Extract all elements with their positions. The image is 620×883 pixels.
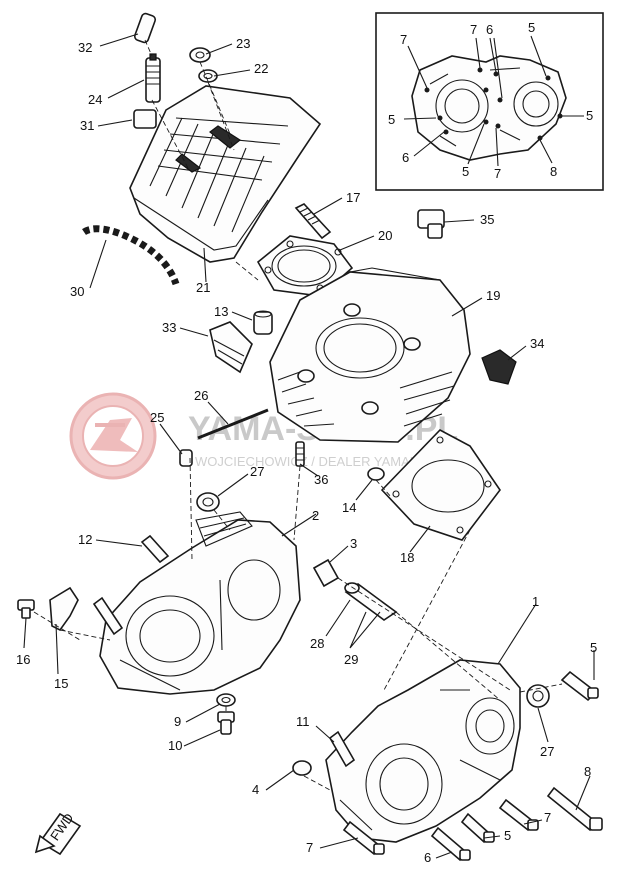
callout-6: 6 bbox=[424, 850, 431, 865]
callout-2: 2 bbox=[312, 508, 319, 523]
part-7-bolt-left bbox=[342, 820, 385, 856]
callout-30: 30 bbox=[70, 284, 84, 299]
part-24-spark-plug bbox=[145, 53, 161, 103]
part-4-bushing bbox=[292, 760, 312, 776]
part-28-29-shaft bbox=[344, 582, 398, 621]
inset-callout-7b: 7 bbox=[470, 22, 477, 37]
inset-callout-6a: 6 bbox=[486, 22, 493, 37]
part-12-stud bbox=[140, 534, 170, 564]
leader-lines bbox=[23, 33, 595, 859]
part-36-stud bbox=[295, 441, 305, 467]
callout-27-upper: 27 bbox=[250, 464, 264, 479]
part-20-head-gasket bbox=[256, 235, 354, 297]
cylinder-head bbox=[129, 85, 322, 263]
part-14-dowel bbox=[367, 467, 385, 481]
part-10-drain-plug bbox=[217, 711, 235, 735]
callout-4: 4 bbox=[252, 782, 259, 797]
callout-26: 26 bbox=[194, 388, 208, 403]
part-33-block bbox=[209, 321, 253, 374]
right-crankcase-half bbox=[325, 659, 521, 843]
inset-callout-6b: 6 bbox=[402, 150, 409, 165]
part-27-bushing-upper bbox=[196, 492, 220, 512]
part-32-pin bbox=[133, 12, 157, 44]
inset-callout-5c: 5 bbox=[586, 108, 593, 123]
part-18-base-gasket bbox=[380, 429, 501, 541]
callout-27-lower: 27 bbox=[540, 744, 554, 759]
callout-15: 15 bbox=[54, 676, 68, 691]
part-16-bolt bbox=[17, 599, 35, 619]
inset-callout-5b: 5 bbox=[388, 112, 395, 127]
part-26-rod bbox=[197, 408, 269, 440]
part-30-hose bbox=[82, 225, 180, 286]
watermark-sub-text: WOJCIECHOWICZ / DEALER YAMAHA bbox=[195, 454, 428, 469]
inset-callout-8: 8 bbox=[550, 164, 557, 179]
callout-35: 35 bbox=[480, 212, 494, 227]
callout-12: 12 bbox=[78, 532, 92, 547]
part-23-nut bbox=[189, 47, 211, 63]
callout-19: 19 bbox=[486, 288, 500, 303]
callout-32: 32 bbox=[78, 40, 92, 55]
callout-21: 21 bbox=[196, 280, 210, 295]
part-34-block bbox=[481, 349, 517, 385]
inset-callout-5d: 5 bbox=[462, 164, 469, 179]
part-13-plug bbox=[253, 310, 273, 335]
assembly-lines bbox=[33, 39, 563, 791]
part-27-bushing-lower bbox=[526, 684, 550, 708]
callout-5-upper: 5 bbox=[590, 640, 597, 655]
callout-28: 28 bbox=[310, 636, 324, 651]
callout-33: 33 bbox=[162, 320, 176, 335]
part-17-stud bbox=[294, 203, 332, 240]
callout-16: 16 bbox=[16, 652, 30, 667]
callout-10: 10 bbox=[168, 738, 182, 753]
callout-23: 23 bbox=[236, 36, 250, 51]
callout-31: 31 bbox=[80, 118, 94, 133]
watermark-logo-icon bbox=[69, 392, 157, 480]
inset-callout-7a: 7 bbox=[400, 32, 407, 47]
callout-17: 17 bbox=[346, 190, 360, 205]
callout-5-lower: 5 bbox=[504, 828, 511, 843]
part-11-stud bbox=[328, 730, 356, 768]
callout-labels: 32 23 22 24 31 17 35 20 30 21 19 13 33 3… bbox=[16, 36, 597, 865]
inset-callout-7c: 7 bbox=[494, 166, 501, 181]
part-5-bolt-upper bbox=[560, 670, 599, 702]
part-15-lever bbox=[49, 586, 79, 632]
part-25-fitting bbox=[179, 449, 193, 467]
callout-36: 36 bbox=[314, 472, 328, 487]
callout-29: 29 bbox=[344, 652, 358, 667]
callout-22: 22 bbox=[254, 61, 268, 76]
part-9-washer bbox=[216, 693, 236, 707]
cylinder-block bbox=[269, 267, 471, 443]
part-stud-left bbox=[92, 596, 124, 636]
callout-9: 9 bbox=[174, 714, 181, 729]
part-3-bushing bbox=[312, 558, 340, 588]
inset-callout-labels: 7 7 6 5 5 5 6 5 7 8 bbox=[388, 20, 593, 181]
part-31-cap bbox=[133, 109, 157, 129]
callout-1: 1 bbox=[532, 594, 539, 609]
callout-8: 8 bbox=[584, 764, 591, 779]
callout-14: 14 bbox=[342, 500, 356, 515]
fwd-arrow-icon: FWD bbox=[34, 810, 82, 856]
callout-24: 24 bbox=[88, 92, 102, 107]
left-crankcase-half bbox=[99, 511, 301, 695]
part-8-bolt bbox=[546, 786, 603, 832]
inset-crankcase-view bbox=[375, 12, 604, 191]
callout-13: 13 bbox=[214, 304, 228, 319]
part-7-bolt-right bbox=[498, 798, 539, 832]
inset-callout-5a: 5 bbox=[528, 20, 535, 35]
callout-7-left: 7 bbox=[306, 840, 313, 855]
callout-3: 3 bbox=[350, 536, 357, 551]
part-35-fitting bbox=[417, 209, 445, 239]
part-6-bolt bbox=[430, 826, 471, 862]
callout-34: 34 bbox=[530, 336, 544, 351]
callout-7-right: 7 bbox=[544, 810, 551, 825]
callout-18: 18 bbox=[400, 550, 414, 565]
callout-20: 20 bbox=[378, 228, 392, 243]
callout-25: 25 bbox=[150, 410, 164, 425]
callout-11: 11 bbox=[296, 714, 310, 729]
